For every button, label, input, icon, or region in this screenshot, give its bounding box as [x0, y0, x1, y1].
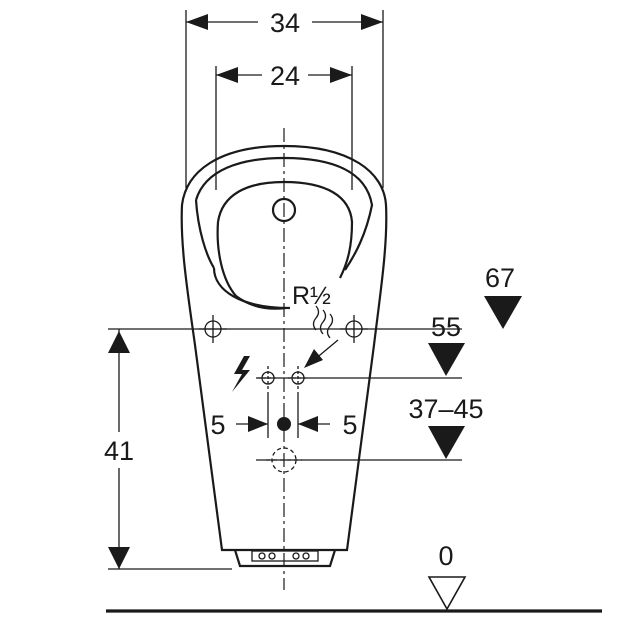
level-marker-67: 67 [484, 263, 522, 329]
level-67-label: 67 [485, 263, 515, 293]
connection-point-right [288, 366, 308, 390]
urinal-body [180, 144, 388, 568]
offset-left-label: 5 [210, 410, 225, 440]
fixing-point-right [340, 315, 368, 343]
level-marker-37-45: 37–45 [408, 394, 484, 459]
outlet-position [266, 447, 302, 473]
water-connection-point [277, 417, 291, 431]
lightning-icon [232, 356, 250, 392]
level-55-label: 55 [431, 312, 461, 342]
level-marker-0: 0 [427, 541, 467, 611]
overall-width-dimension: 34 [185, 8, 384, 188]
supply-height-label: 41 [104, 436, 134, 466]
fixing-point-left [199, 315, 227, 343]
supply-height-dimension: 41 [104, 329, 232, 570]
bowl-width-label: 24 [270, 61, 300, 91]
connection-point-left [258, 366, 278, 390]
level-marker-55: 55 [428, 312, 465, 376]
offset-dimension: 5 5 [210, 392, 358, 440]
bowl-width-dimension: 24 [215, 61, 353, 190]
water-supply-icon [304, 305, 339, 368]
overall-width-label: 34 [270, 8, 300, 38]
thread-size-label: R½ [292, 282, 331, 310]
level-37-45-label: 37–45 [408, 394, 483, 424]
level-0-label: 0 [438, 541, 453, 571]
offset-right-label: 5 [342, 410, 357, 440]
